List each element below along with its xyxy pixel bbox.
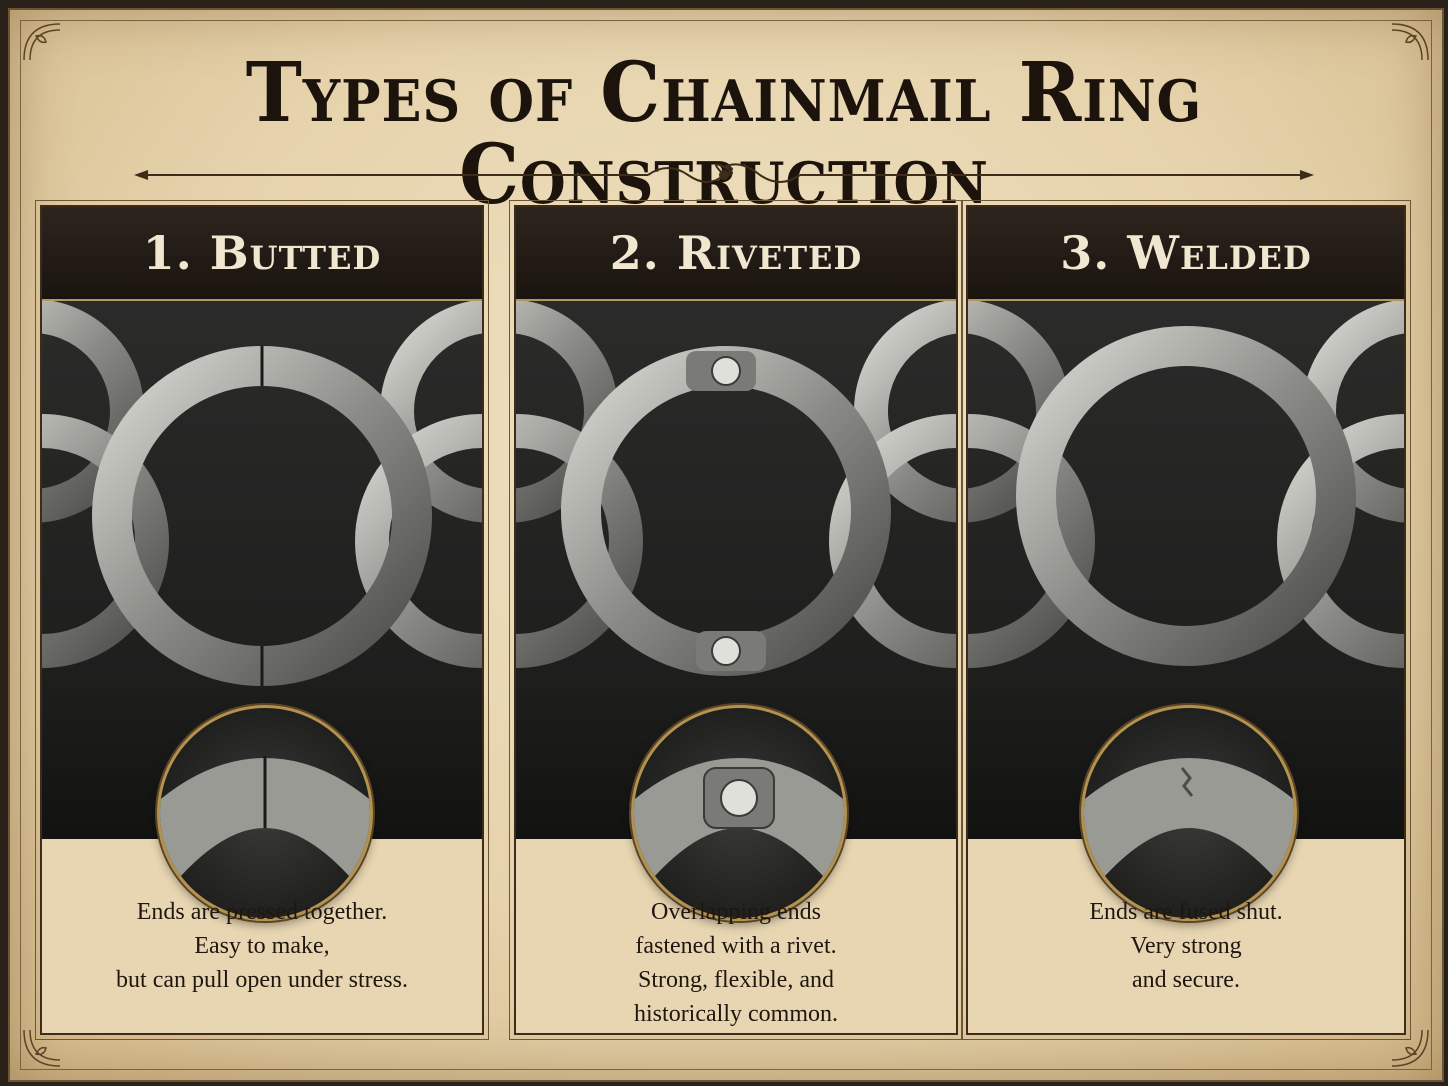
caption-line: historically common. [634, 1001, 838, 1027]
caption-line: and secure. [1132, 967, 1240, 993]
panel-riveted: 2. Riveted Overlapping ends [509, 200, 963, 1040]
caption-line: Easy to make, [194, 933, 330, 959]
page-title: Types of Chainmail Ring Construction [245, 45, 1203, 223]
caption-line: Very strong [1130, 933, 1242, 959]
panel-butted: 1. Butted Ends are pressed together. Eas… [35, 200, 489, 1040]
panel-header: 3. Welded [968, 207, 1404, 301]
panel-header: 2. Riveted [516, 207, 956, 301]
corner-flourish-icon [1386, 1024, 1432, 1070]
panel-heading: 3. Welded [1060, 226, 1312, 280]
panel-heading: 1. Butted [142, 226, 382, 280]
panel-caption: Ends are pressed together. Easy to make,… [52, 895, 472, 997]
ornamental-divider-icon [128, 160, 1320, 190]
panel-caption: Overlapping ends fastened with a rivet. … [526, 895, 946, 1031]
caption-line: but can pull open under stress. [116, 967, 408, 993]
caption-line: fastened with a rivet. [635, 933, 837, 959]
riveted-closeup-icon [631, 705, 847, 921]
caption-line: Overlapping ends [651, 899, 821, 925]
caption-line: Ends are pressed together. [136, 899, 388, 925]
corner-flourish-icon [20, 20, 66, 66]
caption-line: Ends are fused shut. [1089, 899, 1283, 925]
butted-closeup-icon [157, 705, 373, 921]
panel-header: 1. Butted [42, 207, 482, 301]
panel-caption: Ends are fused shut. Very strong and sec… [978, 895, 1394, 997]
corner-flourish-icon [1386, 20, 1432, 66]
panel-heading: 2. Riveted [609, 226, 863, 280]
caption-line: Strong, flexible, and [638, 967, 834, 993]
corner-flourish-icon [20, 1024, 66, 1070]
welded-closeup-icon [1081, 705, 1297, 921]
panel-welded: 3. Welded Ends are fused shut. Very stro… [961, 200, 1411, 1040]
